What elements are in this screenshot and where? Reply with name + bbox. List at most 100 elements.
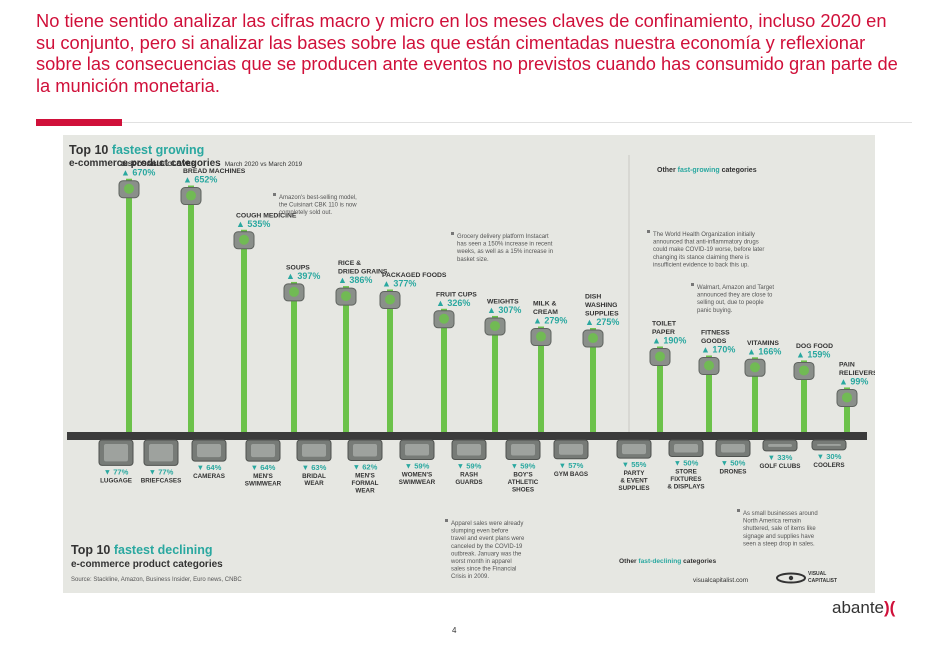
apparel-note: outbreak. January was the: [451, 551, 522, 557]
product-icon-accent-vitamins: [750, 362, 760, 373]
walmart-note: selling out, due to people: [697, 300, 764, 306]
decline-value-coolers: ▼ 30%: [817, 452, 842, 461]
instacart-note-marker: [451, 232, 454, 235]
growth-bar-soups: [291, 281, 297, 432]
decline-icon-inner-bridal-wear: [302, 444, 326, 457]
decline-label-party-event-supplies: SUPPLIES: [618, 485, 649, 492]
growth-label-toilet-paper: PAPER: [652, 329, 675, 336]
svg-text:VISUAL: VISUAL: [808, 571, 826, 577]
growth-label-bread-machines: BREAD MACHINES: [183, 168, 246, 175]
growth-value-cough-medicine: ▲ 535%: [236, 219, 270, 229]
growth-value-soups: ▲ 397%: [286, 271, 320, 281]
growth-bar-vitamins: [752, 357, 758, 432]
abante-logo-mark: )(: [884, 598, 896, 617]
decline-label-gym-bags: GYM BAGS: [554, 471, 588, 478]
growth-value-rice-dried-grains: ▲ 386%: [338, 275, 372, 285]
growth-value-pain-relievers: ▲ 99%: [839, 376, 868, 386]
decline-label-luggage: LUGGAGE: [100, 477, 132, 484]
walmart-note-marker: [691, 283, 694, 286]
growth-value-dish-washing-supplies: ▲ 275%: [585, 317, 619, 327]
decline-icon-inner-drones: [721, 444, 745, 453]
walmart-note: announced they are close to: [697, 293, 773, 299]
decline-label-coolers: COOLERS: [813, 462, 844, 469]
decline-label-boy-s-athletic-shoes: BOY'S: [513, 471, 532, 478]
decline-value-party-event-supplies: ▼ 55%: [622, 460, 647, 469]
decline-label-party-event-supplies: & EVENT: [620, 478, 647, 485]
growth-label-fruit-cups: FRUIT CUPS: [436, 291, 477, 298]
small-business-note: shuttered, sale of items like: [743, 526, 816, 532]
growth-label-weights: WEIGHTS: [487, 298, 519, 305]
bread-note: the Cuisinart CBK 110 is now: [279, 203, 357, 209]
growth-value-vitamins: ▲ 166%: [747, 346, 781, 356]
growth-value-bread-machines: ▲ 652%: [183, 175, 217, 185]
growth-label-dish-washing-supplies: WASHING: [585, 302, 617, 309]
decline-icon-inner-gym-bags: [559, 444, 583, 455]
growth-label-milk-cream: MILK &: [533, 301, 556, 308]
zero-baseline: [67, 432, 867, 440]
small-business-note: North America remain: [743, 519, 801, 525]
decline-label-boy-s-athletic-shoes: SHOES: [512, 486, 534, 493]
decline-icon-inner-coolers: [817, 444, 841, 446]
decline-icon-inner-men-s-swimwear: [251, 444, 275, 458]
growth-label-rice-dried-grains: DRIED GRAINS: [338, 269, 388, 276]
product-icon-accent-fruit-cups: [439, 313, 449, 324]
decline-label-men-s-formal-wear: WEAR: [355, 487, 375, 494]
growth-label-rice-dried-grains: RICE &: [338, 260, 361, 267]
growth-bar-dog-food: [801, 360, 807, 432]
who-note: announced that anti-inflammatory drugs: [653, 240, 759, 246]
decline-label-men-s-swimwear: SWIMWEAR: [245, 481, 282, 488]
decline-value-women-s-swimwear: ▼ 59%: [405, 461, 430, 470]
instacart-note: has seen a 150% increase in recent: [457, 242, 553, 248]
growth-bar-dish-washing-supplies: [590, 328, 596, 432]
growth-value-dog-food: ▲ 159%: [796, 349, 830, 359]
product-icon-accent-bread-machines: [186, 190, 196, 201]
growth-bar-toilet-paper: [657, 346, 663, 432]
infographic-panel: [63, 135, 875, 593]
growth-bar-bread-machines: [188, 185, 194, 432]
decline-icon-inner-cameras: [197, 444, 221, 458]
growth-bar-cough-medicine: [241, 229, 247, 432]
apparel-note-marker: [445, 519, 448, 522]
product-icon-accent-milk-cream: [536, 331, 546, 342]
apparel-note: worst month in apparel: [450, 559, 512, 565]
growth-bar-fitness-goods: [706, 355, 712, 432]
apparel-note: canceled by the COVID-19: [451, 544, 523, 550]
growth-label-dish-washing-supplies: DISH: [585, 294, 601, 301]
growth-bar-rice-dried-grains: [343, 286, 349, 432]
decline-label-rash-guards: RASH: [460, 471, 478, 478]
growth-bar-disposable-gloves: [126, 178, 132, 432]
instacart-note: Grocery delivery platform Instacart: [457, 234, 549, 240]
apparel-note: Crisis in 2009.: [451, 574, 489, 580]
apparel-note: travel and event plans were: [451, 536, 525, 542]
decline-icon-inner-briefcases: [149, 444, 173, 462]
growth-value-fitness-goods: ▲ 170%: [701, 345, 735, 355]
decline-icon-inner-men-s-formal-wear: [353, 444, 377, 457]
decline-label-party-event-supplies: PARTY: [624, 470, 646, 477]
growth-bar-weights: [492, 315, 498, 432]
walmart-note: Walmart, Amazon and Target: [697, 285, 774, 291]
product-icon-accent-rice-dried-grains: [341, 291, 351, 302]
growth-value-packaged-foods: ▲ 377%: [382, 278, 416, 288]
who-note: changing its stance claiming there is: [653, 255, 749, 261]
product-icon-accent-dog-food: [799, 365, 809, 376]
product-icon-accent-soups: [289, 286, 299, 297]
who-note: insufficient evidence to back this up.: [653, 262, 749, 268]
bread-note-marker: [273, 193, 276, 196]
decline-value-men-s-formal-wear: ▼ 62%: [353, 462, 378, 471]
small-business-note: seen a steep drop in sales.: [743, 541, 815, 547]
decline-icon-inner-boy-s-athletic-shoes: [511, 444, 535, 456]
chart-title-line1: Top 10 fastest growing: [69, 143, 204, 157]
growth-label-pain-relievers: PAIN: [839, 361, 855, 368]
growth-value-disposable-gloves: ▲ 670%: [121, 168, 155, 178]
growth-label-packaged-foods: PACKAGED FOODS: [382, 272, 447, 279]
credit-url: visualcapitalist.com: [693, 577, 748, 584]
heading-divider: [122, 122, 912, 123]
decline-label-store-fixtures-displays: STORE: [675, 469, 697, 476]
growth-value-weights: ▲ 307%: [487, 305, 521, 315]
small-business-note-marker: [737, 509, 740, 512]
who-note: The World Health Organization initially: [653, 232, 755, 238]
growth-bar-packaged-foods: [387, 289, 393, 432]
decline-value-drones: ▼ 50%: [721, 459, 746, 468]
apparel-note: Apparel sales were already: [451, 521, 523, 527]
decline-icon-inner-store-fixtures-displays: [674, 444, 698, 453]
